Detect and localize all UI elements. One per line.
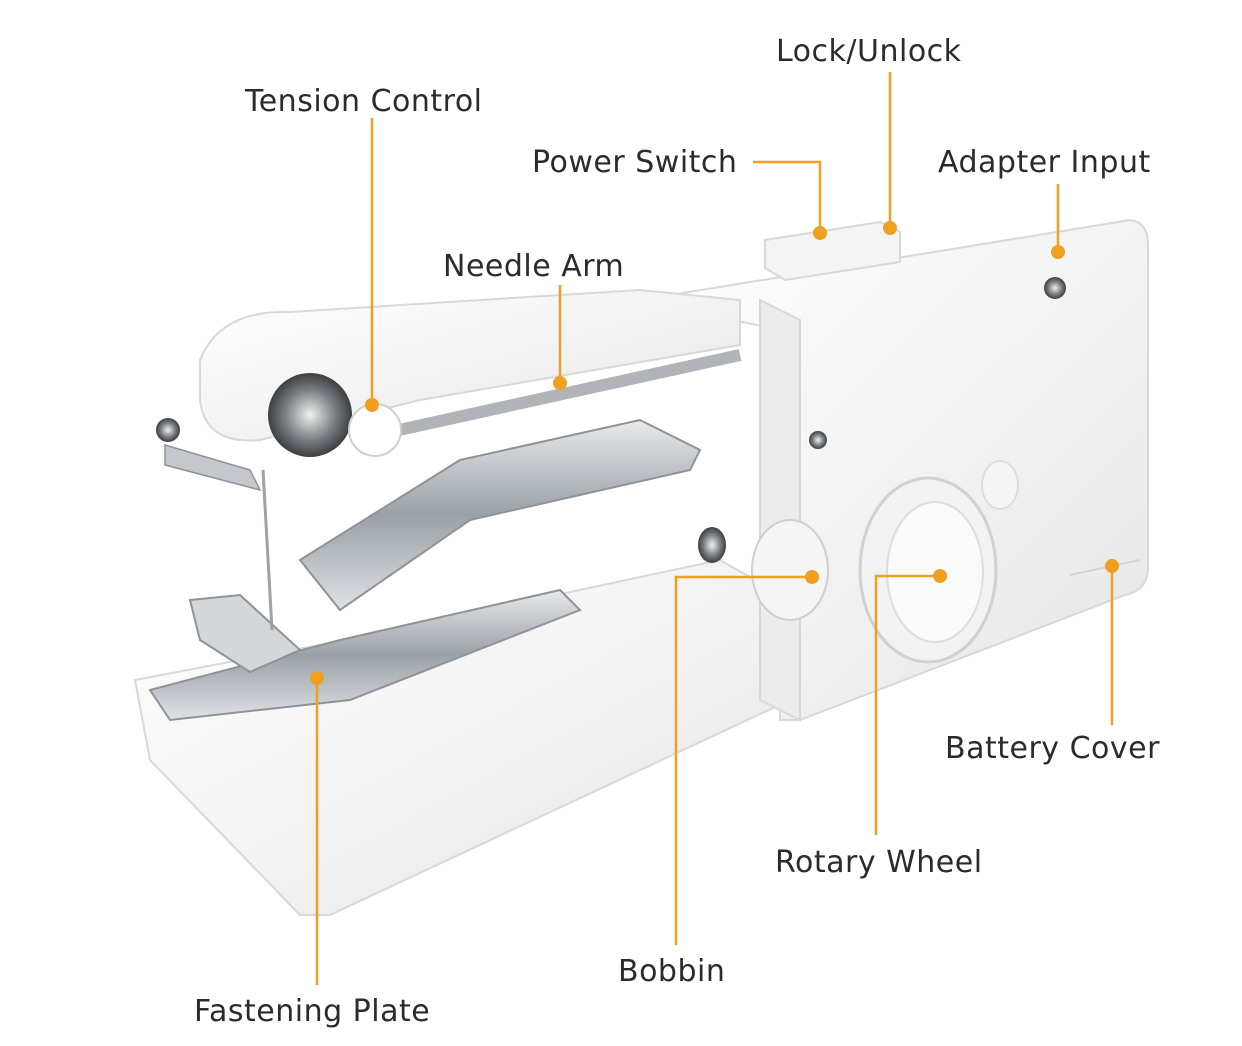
side-screw (809, 431, 827, 449)
dot-fastening-plate (310, 671, 324, 685)
power-switch-block (764, 220, 901, 282)
dot-power-switch (813, 226, 827, 240)
label-tension-control: Tension Control (244, 84, 483, 119)
front-screw (156, 418, 180, 442)
fastening-plate-shape (148, 588, 582, 722)
housing-front-face (759, 298, 801, 722)
leader-bobbin (674, 575, 812, 945)
small-knob (981, 460, 1019, 510)
dot-bobbin (805, 570, 819, 584)
label-bobbin: Bobbin (618, 954, 725, 989)
label-needle-arm: Needle Arm (443, 249, 624, 284)
bobbin-spool (751, 519, 829, 621)
dot-tension-control (365, 398, 379, 412)
label-power-switch: Power Switch (532, 145, 737, 180)
tension-spool (268, 373, 352, 457)
dot-lock-unlock (883, 221, 897, 235)
tension-knob (348, 403, 402, 457)
dot-needle-arm (553, 376, 567, 390)
front-bracket (164, 443, 262, 492)
bobbin-pin (698, 527, 726, 563)
dot-adapter-input (1051, 245, 1065, 259)
label-battery-cover: Battery Cover (945, 731, 1160, 766)
callout-leaders (310, 72, 1119, 985)
machine-housing (639, 218, 1149, 721)
dot-rotary-wheel (933, 569, 947, 583)
label-rotary-wheel: Rotary Wheel (775, 845, 983, 880)
leader-rotary-wheel (874, 574, 940, 835)
leader-power-switch (753, 160, 822, 233)
needle (261, 469, 274, 631)
battery-cover-seam (1069, 559, 1141, 576)
sewing-machine-illustration (133, 218, 1149, 916)
presser-foot (188, 593, 302, 674)
dot-battery-cover (1105, 559, 1119, 573)
label-fastening-plate: Fastening Plate (194, 994, 430, 1029)
label-adapter-input: Adapter Input (938, 145, 1151, 180)
adapter-screw (1044, 277, 1066, 299)
needle-arm-rod (388, 349, 742, 438)
callout-labels: Lock/Unlock Tension Control Power Switch… (194, 34, 1160, 1029)
label-lock-unlock: Lock/Unlock (776, 34, 962, 69)
metal-frame (298, 418, 702, 612)
